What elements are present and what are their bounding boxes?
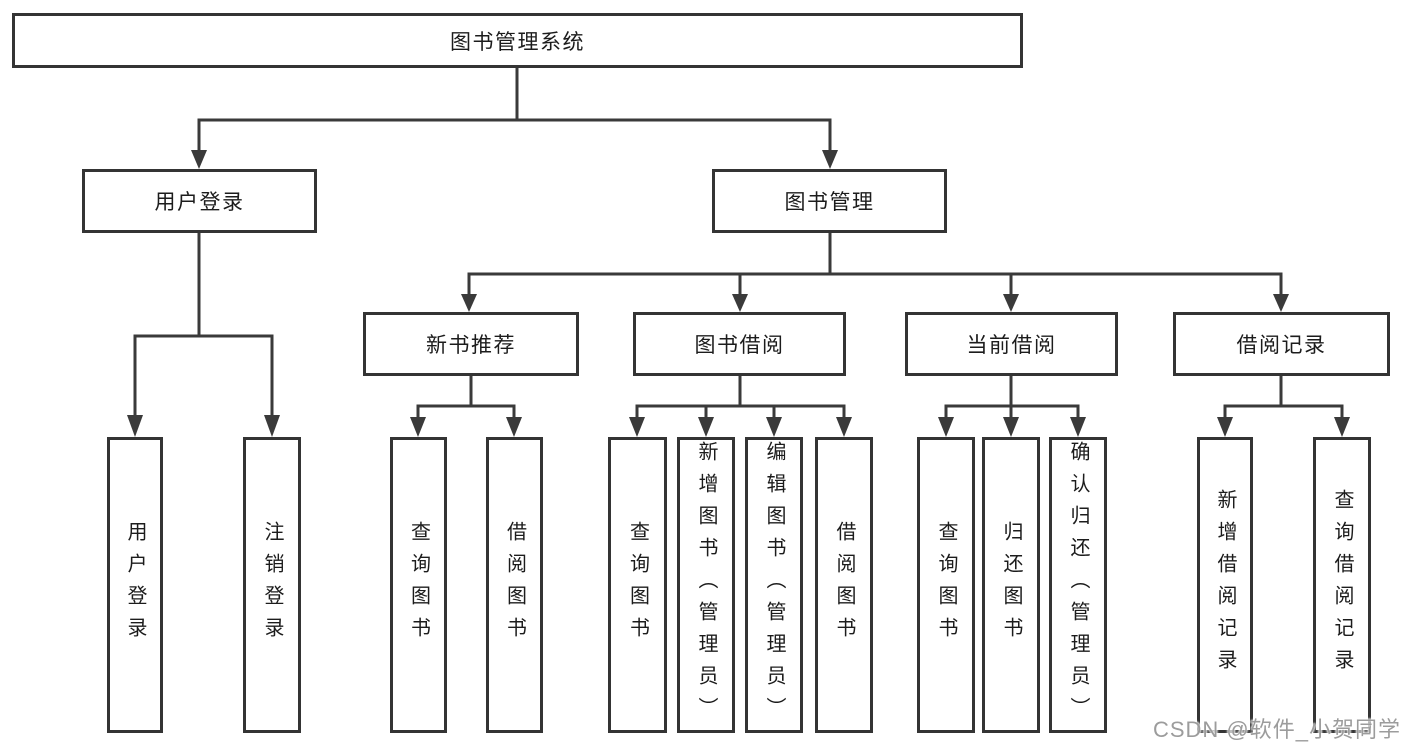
leaf-confirm-return-admin: 确认归还（管理员）	[1049, 437, 1107, 733]
node-label: 注销登录	[261, 521, 283, 649]
leaf-query-books-recommend: 查询图书	[390, 437, 447, 733]
node-label: 图书管理	[784, 191, 875, 214]
node-user-login-group: 用户登录	[82, 169, 317, 233]
node-label: 新增借阅记录	[1214, 489, 1236, 681]
leaf-query-borrow-record: 查询借阅记录	[1313, 437, 1371, 733]
node-label: 图书借阅	[694, 334, 785, 357]
node-label: 编辑图书（管理员）	[763, 441, 785, 729]
leaf-logout: 注销登录	[243, 437, 301, 733]
node-label: 查询图书	[935, 521, 957, 649]
node-library-system: 图书管理系统	[12, 13, 1023, 68]
csdn-watermark: CSDN @软件_小贺同学	[1152, 717, 1401, 742]
node-current-borrow: 当前借阅	[905, 312, 1118, 376]
node-label: 借阅记录	[1236, 334, 1327, 357]
leaf-query-books-borrow: 查询图书	[608, 437, 667, 733]
node-label: 确认归还（管理员）	[1067, 441, 1089, 729]
leaf-user-login: 用户登录	[107, 437, 163, 733]
leaf-return-book: 归还图书	[982, 437, 1040, 733]
node-book-management: 图书管理	[712, 169, 947, 233]
leaf-add-borrow-record: 新增借阅记录	[1197, 437, 1253, 733]
leaf-query-books-current: 查询图书	[917, 437, 975, 733]
node-label: 查询图书	[407, 521, 430, 649]
node-label: 新增图书（管理员）	[695, 441, 717, 729]
node-label: 图书管理系统	[450, 30, 585, 54]
node-borrow-records: 借阅记录	[1173, 312, 1390, 376]
node-label: 当前借阅	[966, 334, 1057, 357]
node-label: 用户登录	[154, 191, 245, 214]
leaf-borrow-books: 借阅图书	[815, 437, 873, 733]
leaf-borrow-books-recommend: 借阅图书	[486, 437, 543, 733]
node-label: 查询借阅记录	[1331, 489, 1353, 681]
node-new-book-recommend: 新书推荐	[363, 312, 579, 376]
node-label: 用户登录	[124, 521, 146, 649]
node-book-borrow: 图书借阅	[633, 312, 846, 376]
node-label: 借阅图书	[503, 521, 526, 649]
leaf-edit-book-admin: 编辑图书（管理员）	[745, 437, 803, 733]
node-label: 归还图书	[1000, 521, 1022, 649]
leaf-add-book-admin: 新增图书（管理员）	[677, 437, 735, 733]
node-label: 新书推荐	[426, 334, 516, 357]
node-label: 查询图书	[626, 521, 649, 649]
node-label: 借阅图书	[833, 521, 855, 649]
